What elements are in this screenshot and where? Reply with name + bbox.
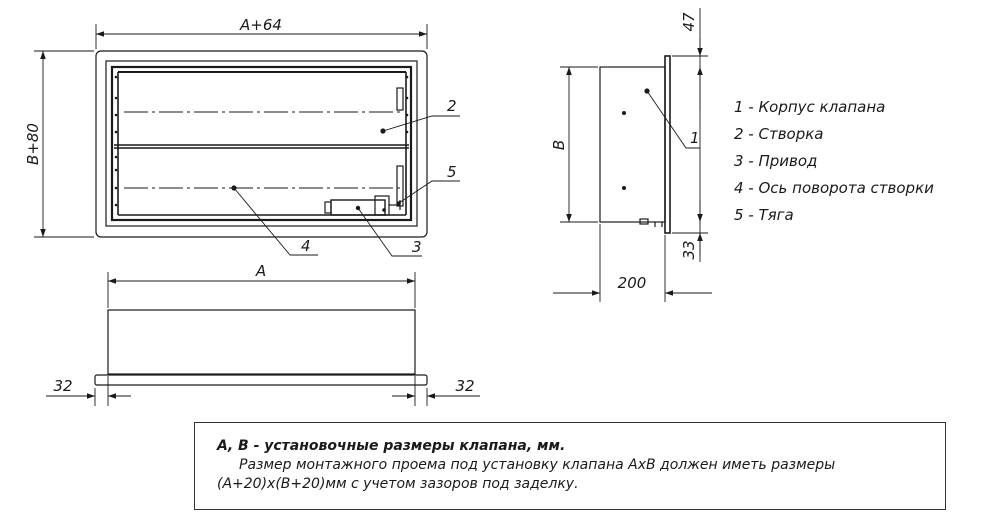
front-flange-outer xyxy=(95,50,428,238)
plan-body xyxy=(107,309,416,375)
dim-side-top: 47 xyxy=(680,12,698,32)
dim-side-height: B xyxy=(550,140,568,150)
dim-flange-right: 32 xyxy=(455,377,474,395)
front-dimensions xyxy=(34,24,428,238)
legend-item-2: 2 - Створка xyxy=(734,125,824,143)
side-view xyxy=(599,55,671,234)
front-view xyxy=(95,50,428,238)
legend-item-4: 4 - Ось поворота створки xyxy=(734,179,934,197)
dim-side-depth: 200 xyxy=(618,274,647,292)
front-leaders xyxy=(233,115,460,257)
dim-side-bottom: 33 xyxy=(680,240,698,259)
legend-item-1: 1 - Корпус клапана xyxy=(734,98,885,116)
note-line-1: А, В - установочные размеры клапана, мм. xyxy=(217,438,566,454)
front-flange-inner xyxy=(105,60,418,227)
legend: 1 - Корпус клапана 2 - Створка 3 - Приво… xyxy=(734,98,934,224)
plan-view xyxy=(94,309,428,386)
linkage-bar-upper xyxy=(396,87,404,111)
dim-plan-width: A xyxy=(255,262,266,280)
callout-1: 1 xyxy=(690,129,700,147)
callout-2: 2 xyxy=(447,97,457,115)
note-box: А, В - установочные размеры клапана, мм.… xyxy=(194,422,946,510)
front-body xyxy=(110,65,413,222)
note-line-3: (А+20)х(В+20)мм с учетом зазоров под зад… xyxy=(217,476,579,492)
callout-4: 4 xyxy=(301,237,311,255)
side-dimensions xyxy=(553,8,712,302)
side-leader xyxy=(646,90,700,149)
dim-flange-left: 32 xyxy=(53,377,72,395)
plan-flange xyxy=(94,374,428,386)
legend-item-5: 5 - Тяга xyxy=(734,206,794,224)
side-flange xyxy=(664,55,671,234)
side-body xyxy=(599,66,666,223)
plan-dimensions xyxy=(46,272,480,406)
dim-front-width: A+64 xyxy=(239,16,282,34)
dim-front-height: B+80 xyxy=(24,123,42,165)
note-line-2: Размер монтажного проема под установку к… xyxy=(239,457,836,473)
callout-3: 3 xyxy=(412,238,422,256)
callout-5: 5 xyxy=(447,163,457,181)
legend-item-3: 3 - Привод xyxy=(734,152,817,170)
